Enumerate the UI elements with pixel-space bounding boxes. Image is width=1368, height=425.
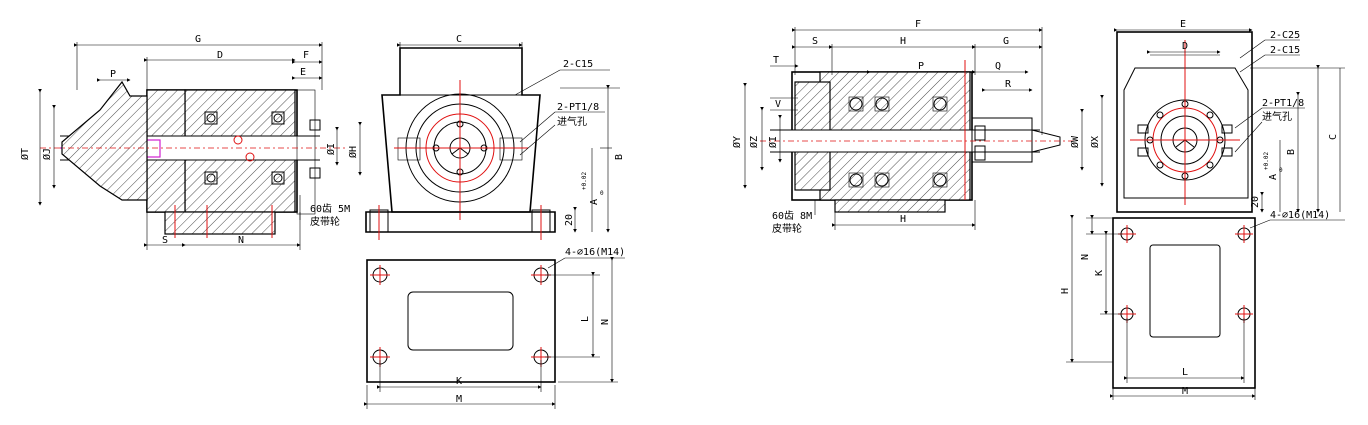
dim-M: M bbox=[456, 394, 462, 405]
dim-Y-r: ØY bbox=[731, 136, 743, 148]
dim-Z-r: ØZ bbox=[748, 136, 760, 148]
dim-A-r: A bbox=[1268, 174, 1279, 180]
dim-W-r: ØW bbox=[1069, 135, 1081, 148]
dim-H-bottom: H bbox=[900, 214, 906, 225]
dim-N-r: N bbox=[1080, 254, 1091, 260]
left-side-labels: G D F E P ØT ØJ ØI ØH S N 60齿 5M 皮带轮 bbox=[19, 34, 359, 246]
dim-A: A bbox=[589, 199, 600, 205]
belt-label-r: 60齿 8M bbox=[772, 210, 812, 222]
dim-A-sub-r: 0 bbox=[1279, 167, 1283, 174]
dim-E-r: E bbox=[1180, 19, 1186, 30]
dim-B-r: B bbox=[1286, 149, 1297, 155]
dim-D-r: D bbox=[1182, 41, 1188, 52]
dim-20-r: 20 bbox=[1250, 196, 1261, 208]
dim-C: C bbox=[456, 34, 462, 45]
right-side-labels: F S H G T P Q R V ØY ØZ ØI ØW ØX 60齿 8M … bbox=[731, 19, 1101, 235]
belt-label: 60齿 5M bbox=[310, 203, 350, 215]
belt-label-r-2: 皮带轮 bbox=[772, 222, 802, 235]
air-inlet-label-r: 进气孔 bbox=[1262, 110, 1292, 123]
right-side-view bbox=[743, 27, 1104, 230]
dim-H-base-r: H bbox=[1060, 288, 1071, 294]
dim-X-r: ØX bbox=[1089, 136, 1101, 148]
dim-C-r: C bbox=[1328, 134, 1339, 140]
dim-I: ØI bbox=[325, 143, 337, 155]
port-label: 2-PT1/8 bbox=[557, 102, 599, 113]
dim-V-r: V bbox=[775, 99, 781, 110]
holes-label-r: 4-⌀16(M14) bbox=[1270, 210, 1330, 221]
dim-L: L bbox=[580, 316, 591, 322]
dim-K-r: K bbox=[1094, 270, 1105, 276]
air-inlet-label: 进气孔 bbox=[557, 115, 587, 128]
port-label-r: 2-PT1/8 bbox=[1262, 98, 1304, 109]
dim-H: ØH bbox=[347, 146, 359, 158]
dim-G: G bbox=[195, 34, 201, 45]
left-side-view bbox=[38, 42, 362, 250]
dim-L-r: L bbox=[1182, 367, 1188, 378]
chamfer-15-label: 2-C15 bbox=[1270, 45, 1300, 56]
dim-E: E bbox=[300, 67, 306, 78]
left-front-labels: C 2-C15 2-PT1/8 进气孔 B A +0.02 0 20 bbox=[456, 34, 625, 226]
dim-G-r: G bbox=[1003, 36, 1009, 47]
belt-label-2: 皮带轮 bbox=[310, 215, 340, 228]
right-base-labels: 4-⌀16(M14) N K H L M bbox=[1060, 210, 1330, 397]
dim-T: ØT bbox=[19, 148, 31, 160]
dim-20: 20 bbox=[564, 214, 575, 226]
dim-N: N bbox=[238, 235, 244, 246]
dim-S: S bbox=[162, 235, 168, 246]
dim-Q-r: Q bbox=[995, 61, 1001, 72]
right-front-view bbox=[1114, 28, 1345, 213]
dim-K: K bbox=[456, 376, 462, 387]
right-base-plan bbox=[1066, 215, 1345, 400]
dim-J: ØJ bbox=[41, 148, 53, 160]
dim-A-sub: 0 bbox=[600, 190, 604, 197]
dim-H-r: H bbox=[900, 36, 906, 47]
dim-A-tol-r: +0.02 bbox=[1263, 152, 1270, 170]
left-front-view bbox=[365, 42, 620, 240]
dim-B: B bbox=[614, 154, 625, 160]
dim-N-base: N bbox=[600, 319, 611, 325]
left-base-plan bbox=[364, 257, 625, 409]
dim-R-r: R bbox=[1005, 79, 1012, 90]
dim-A-tol: +0.02 bbox=[581, 172, 588, 190]
holes-label: 4-⌀16(M14) bbox=[565, 247, 625, 258]
chamfer-25-label: 2-C25 bbox=[1270, 30, 1300, 41]
dim-P: P bbox=[110, 69, 116, 80]
right-front-labels: E D 2-C25 2-C15 2-PT1/8 进气孔 B C A +0.02 … bbox=[1180, 19, 1339, 208]
dim-M-r: M bbox=[1182, 386, 1188, 397]
dim-D: D bbox=[217, 50, 223, 61]
dim-F: F bbox=[303, 50, 309, 61]
dim-T-r: T bbox=[773, 55, 779, 66]
dim-F-r: F bbox=[915, 19, 921, 30]
chamfer-label: 2-C15 bbox=[563, 59, 593, 70]
dim-P-r: P bbox=[918, 61, 924, 72]
dim-S-r: S bbox=[812, 36, 818, 47]
left-base-labels: 4-⌀16(M14) L N K M bbox=[456, 247, 625, 405]
dim-I-r: ØI bbox=[767, 136, 779, 148]
